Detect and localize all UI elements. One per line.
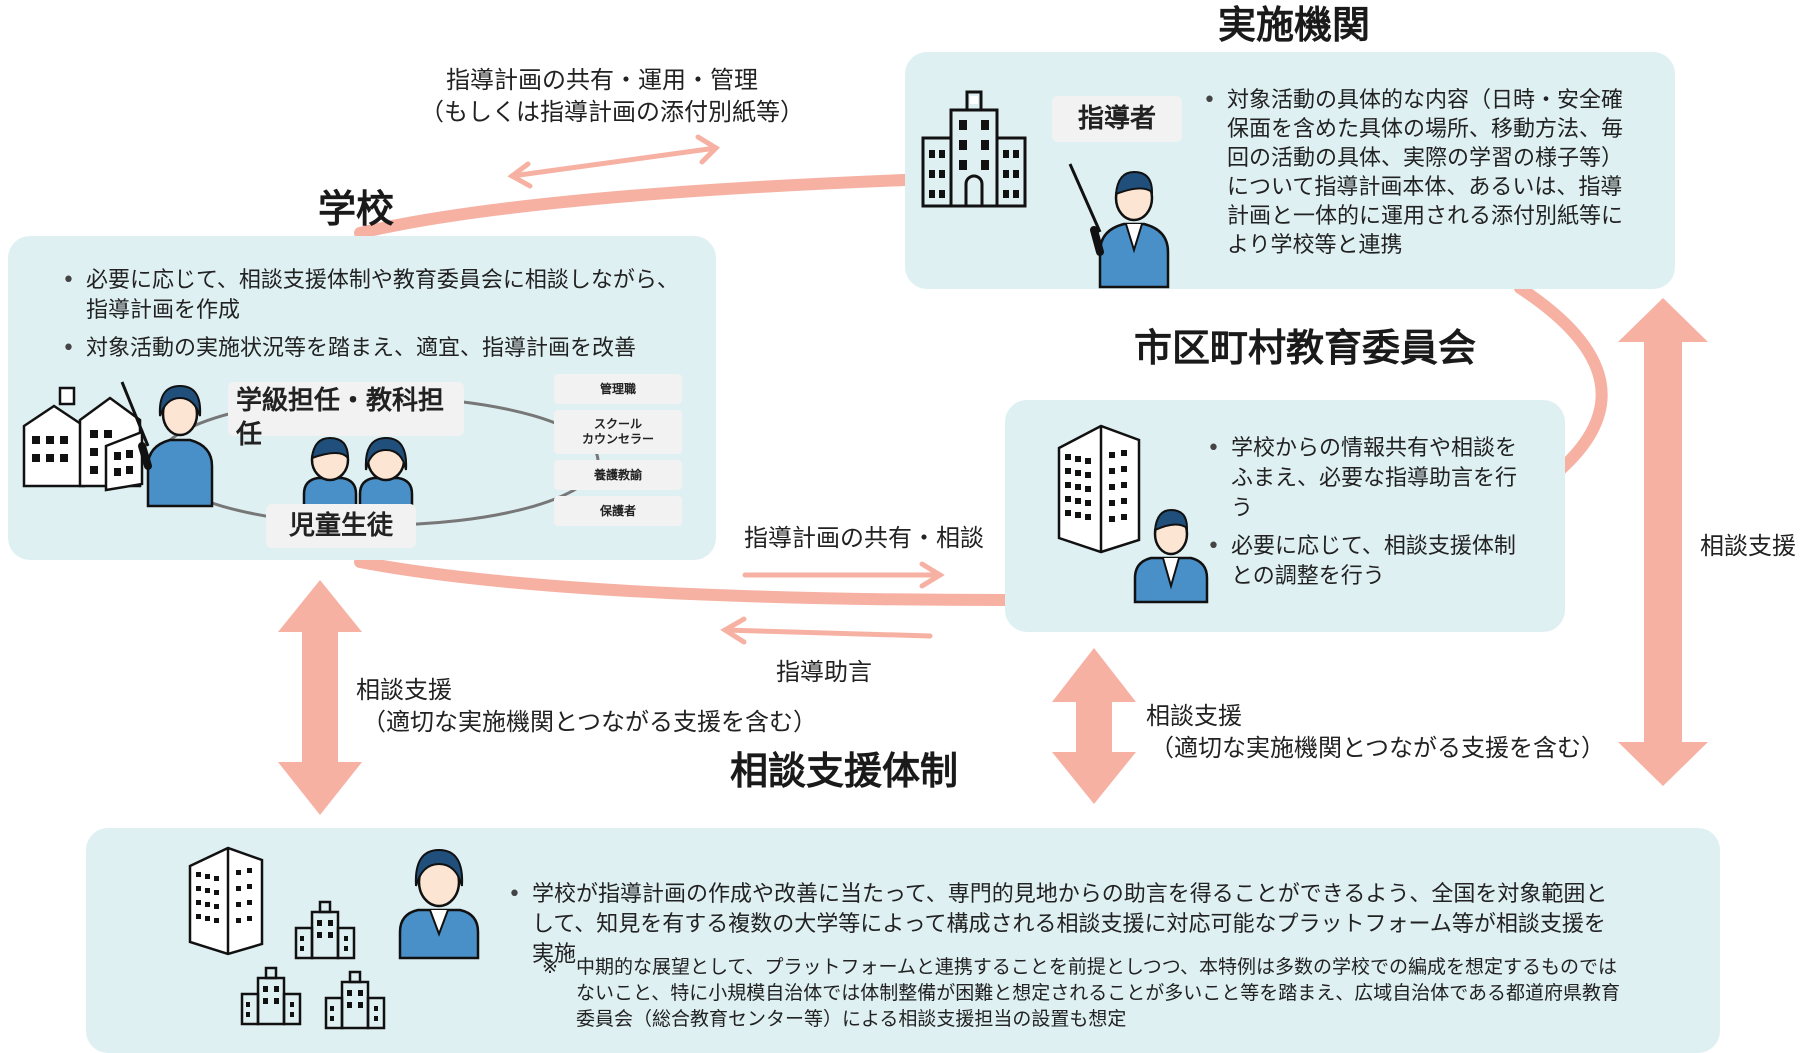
school-building-icon (240, 966, 302, 1026)
role-guardian: 保護者 (554, 496, 682, 526)
board-support-double-arrow (1052, 648, 1136, 804)
school-bullets: 必要に応じて、相談支援体制や教育委員会に相談しながら、指導計画を作成 対象活動の… (60, 266, 700, 372)
edge-school-support-line1: 相談支援 (356, 676, 452, 704)
edge-board-support-line1: 相談支援 (1146, 702, 1242, 730)
school-panel: 必要に応じて、相談支援体制や教育委員会に相談しながら、指導計画を作成 対象活動の… (8, 236, 716, 560)
edge-institution-support: 相談支援 (1700, 532, 1796, 560)
leader-label: 指導者 (1052, 96, 1182, 142)
office-tower-icon (1057, 424, 1141, 554)
board-bullet-1: 学校からの情報共有や相談をふまえ、必要な指導助言を行う (1205, 434, 1535, 524)
student-boy-icon (302, 436, 358, 510)
edge-share-manage-line1: 指導計画の共有・運用・管理 (446, 66, 758, 94)
student-girl-icon (358, 436, 414, 510)
support-title: 相談支援体制 (730, 749, 959, 793)
role-counselor: スクール カウンセラー (554, 410, 682, 454)
school-building-icon (294, 900, 356, 960)
school-bullet-2: 対象活動の実施状況等を踏まえ、適宜、指導計画を改善 (60, 334, 700, 364)
support-panel: 学校が指導計画の作成や改善に当たって、専門的見地からの助言を得ることができるよう… (86, 828, 1720, 1053)
board-bullet-2: 必要に応じて、相談支援体制との調整を行う (1205, 532, 1535, 592)
school-support-double-arrow (278, 580, 362, 815)
support-note-text: 中期的な展望として、プラットフォームと連携することを前提としつつ、本特例は多数の… (576, 956, 1621, 1030)
role-manager: 管理職 (554, 374, 682, 404)
support-bullet: 学校が指導計画の作成や改善に当たって、専門的見地からの助言を得ることができるよう… (506, 880, 1616, 970)
institution-bullet: 対象活動の具体的な内容（日時・安全確保面を含めた具体の場所、移動方法、毎回の活動… (1201, 86, 1631, 260)
institution-panel: 指導者 対象活動の具体的な内容（日時・安全確保面を含めた具体の場所、移動方法、毎… (905, 52, 1675, 289)
board-panel: 学校からの情報共有や相談をふまえ、必要な指導助言を行う 必要に応じて、相談支援体… (1005, 400, 1565, 632)
institution-bullets: 対象活動の具体的な内容（日時・安全確保面を含めた具体の場所、移動方法、毎回の活動… (1201, 86, 1631, 268)
edge-board-support-line2: （適切な実施機関とつながる支援を含む） (1150, 734, 1606, 762)
edge-guidance: 指導助言 (776, 658, 872, 686)
support-note-mark: ※ (542, 956, 558, 978)
edge-school-support-line2: （適切な実施機関とつながる支援を含む） (362, 708, 818, 736)
female-staff-icon (398, 848, 480, 960)
edge-share-consult: 指導計画の共有・相談 (744, 524, 984, 552)
students-label: 児童生徒 (266, 504, 416, 548)
school-building-icon (921, 90, 1027, 208)
school-building-icon (324, 970, 386, 1030)
guidance-arrow (720, 616, 933, 645)
teacher-label: 学級担任・教科担任 (228, 382, 464, 450)
teacher-pointer-icon (1068, 163, 1170, 289)
school-institution-curve (354, 174, 911, 239)
share-consult-arrow (742, 561, 945, 589)
board-bullets: 学校からの情報共有や相談をふまえ、必要な指導助言を行う 必要に応じて、相談支援体… (1205, 434, 1535, 600)
edge-share-manage-line2: （もしくは指導計画の添付別紙等） (420, 98, 804, 126)
board-title: 市区町村教育委員会 (1133, 326, 1476, 370)
school-board-curve (354, 556, 1011, 606)
businessman-icon (1133, 508, 1209, 604)
institution-title: 実施機関 (1218, 3, 1371, 47)
role-nurse-teacher: 養護教諭 (554, 460, 682, 490)
teacher-pointer-icon (120, 381, 214, 508)
share-manage-arrow (507, 134, 721, 189)
support-bullets: 学校が指導計画の作成や改善に当たって、専門的見地からの助言を得ることができるよう… (506, 880, 1616, 978)
institution-board-curve (1514, 282, 1608, 476)
school-bullet-1: 必要に応じて、相談支援体制や教育委員会に相談しながら、指導計画を作成 (60, 266, 700, 326)
institution-support-double-arrow (1618, 298, 1708, 786)
school-title: 学校 (318, 187, 395, 231)
support-note: ※ 中期的な展望として、プラットフォームと連携することを前提としつつ、本特例は多… (542, 954, 1622, 1032)
office-tower-icon (188, 846, 264, 956)
